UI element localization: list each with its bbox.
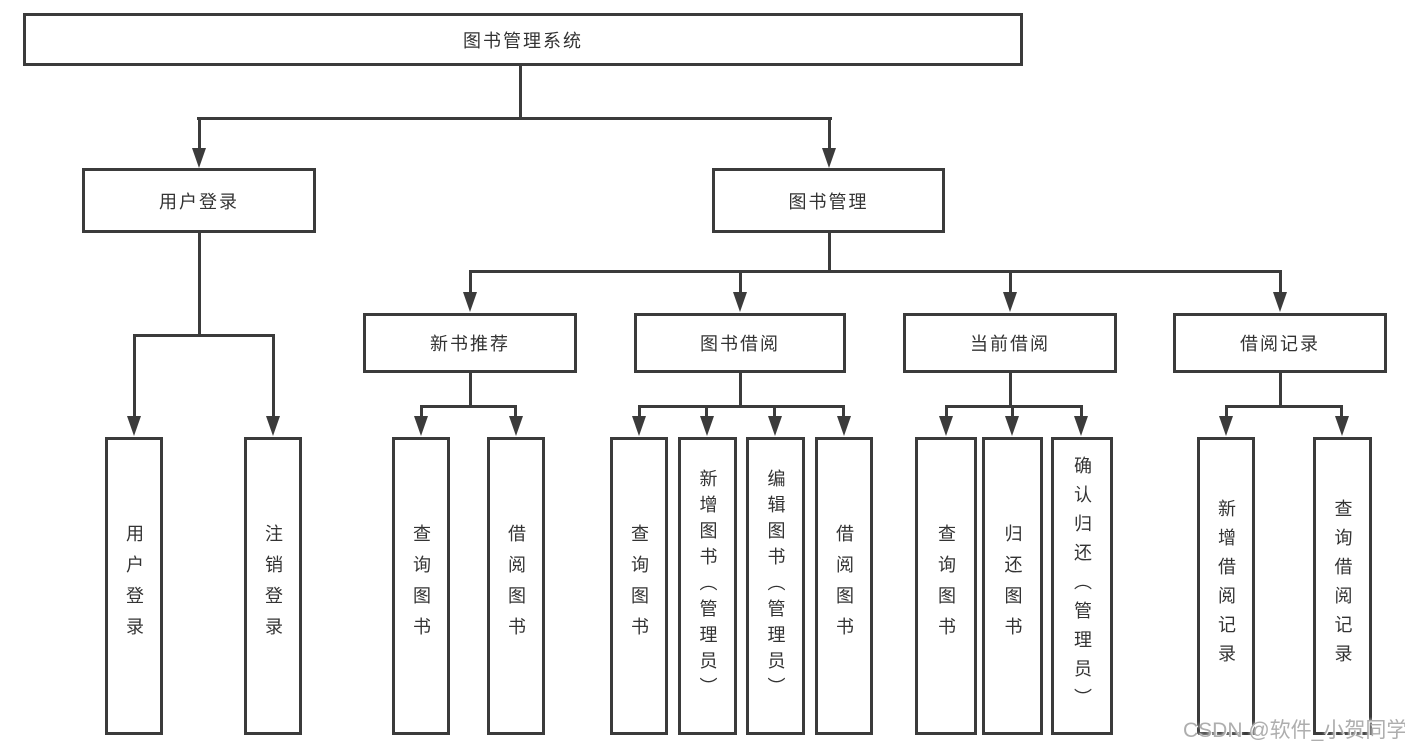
connector-line — [514, 405, 517, 418]
leaf-label: 查询图书 — [936, 524, 956, 648]
leaf-edit-books-admin: 编辑图书（管理员） — [746, 437, 805, 735]
node-label: 图书借阅 — [700, 334, 780, 354]
arrowhead-icon — [1074, 416, 1088, 436]
leaf-borrow-books-borrowing: 借阅图书 — [815, 437, 873, 735]
connector-line — [1225, 405, 1228, 418]
arrowhead-icon — [1219, 416, 1233, 436]
connector-line — [828, 117, 831, 150]
connector-line — [638, 405, 641, 418]
connector-line — [638, 405, 845, 408]
node-user-login: 用户登录 — [82, 168, 316, 233]
arrowhead-icon — [192, 148, 206, 168]
leaf-add-books-admin: 新增图书（管理员） — [678, 437, 737, 735]
node-label: 新书推荐 — [430, 334, 510, 354]
connector-line — [1279, 270, 1282, 294]
arrowhead-icon — [1005, 416, 1019, 436]
arrowhead-icon — [1273, 292, 1287, 312]
connector-line — [945, 405, 948, 418]
leaf-label: 归还图书 — [1002, 524, 1023, 648]
node-book-management: 图书管理 — [712, 168, 945, 233]
leaf-query-books-current: 查询图书 — [915, 437, 977, 735]
connector-line — [197, 117, 832, 120]
arrowhead-icon — [733, 292, 747, 312]
leaf-label: 编辑图书（管理员） — [765, 469, 786, 703]
arrowhead-icon — [822, 148, 836, 168]
arrowhead-icon — [266, 416, 280, 436]
connector-line — [469, 270, 472, 294]
leaf-query-borrow-record: 查询借阅记录 — [1313, 437, 1372, 735]
connector-line — [1279, 371, 1282, 408]
connector-line — [1009, 371, 1012, 408]
arrowhead-icon — [127, 416, 141, 436]
arrowhead-icon — [1335, 416, 1349, 436]
connector-line — [420, 405, 423, 418]
node-new-book-recommend: 新书推荐 — [363, 313, 577, 373]
connector-line — [272, 334, 275, 418]
leaf-label: 用户登录 — [124, 524, 144, 648]
node-current-borrowing: 当前借阅 — [903, 313, 1117, 373]
connector-line — [198, 117, 201, 150]
leaf-user-login: 用户登录 — [105, 437, 163, 735]
connector-line — [133, 334, 136, 418]
leaf-label: 注销登录 — [263, 524, 283, 648]
leaf-logout: 注销登录 — [244, 437, 302, 735]
connector-line — [705, 405, 708, 418]
arrowhead-icon — [632, 416, 646, 436]
connector-line — [739, 270, 742, 294]
leaf-query-books-recommend: 查询图书 — [392, 437, 450, 735]
connector-line — [1009, 270, 1012, 294]
connector-line — [828, 231, 831, 272]
connector-line — [842, 405, 845, 418]
leaf-add-borrow-record: 新增借阅记录 — [1197, 437, 1255, 735]
leaf-borrow-books-recommend: 借阅图书 — [487, 437, 545, 735]
connector-line — [420, 405, 517, 408]
leaf-label: 查询图书 — [411, 524, 431, 648]
node-label: 图书管理系统 — [463, 30, 583, 51]
csdn-watermark: CSDN @软件_小贺同学 — [1183, 719, 1405, 742]
leaf-label: 查询图书 — [629, 524, 649, 648]
node-library-system: 图书管理系统 — [23, 13, 1023, 66]
connector-line — [1225, 405, 1343, 408]
arrowhead-icon — [768, 416, 782, 436]
leaf-label: 借阅图书 — [506, 524, 526, 648]
leaf-label: 确认归还（管理员） — [1072, 455, 1092, 717]
leaf-label: 新增图书（管理员） — [697, 469, 718, 703]
node-book-borrowing: 图书借阅 — [634, 313, 846, 373]
leaf-query-books-borrowing: 查询图书 — [610, 437, 668, 735]
connector-line — [1080, 405, 1083, 418]
connector-line — [1011, 405, 1014, 418]
arrowhead-icon — [939, 416, 953, 436]
node-label: 借阅记录 — [1240, 334, 1320, 354]
connector-line — [739, 371, 742, 408]
connector-line — [469, 371, 472, 408]
arrowhead-icon — [700, 416, 714, 436]
connector-line — [133, 334, 275, 337]
leaf-label: 借阅图书 — [834, 524, 854, 648]
connector-line — [519, 64, 522, 120]
node-label: 图书管理 — [788, 191, 869, 212]
connector-line — [773, 405, 776, 418]
connector-line — [198, 231, 201, 336]
node-borrow-records: 借阅记录 — [1173, 313, 1387, 373]
arrowhead-icon — [509, 416, 523, 436]
connector-line — [469, 270, 1281, 273]
connector-line — [1340, 405, 1343, 418]
leaf-confirm-return-admin: 确认归还（管理员） — [1051, 437, 1113, 735]
node-label: 用户登录 — [159, 191, 239, 212]
connector-line — [945, 405, 1083, 408]
leaf-label: 查询借阅记录 — [1332, 499, 1353, 673]
arrowhead-icon — [414, 416, 428, 436]
leaf-label: 新增借阅记录 — [1216, 499, 1236, 673]
arrowhead-icon — [837, 416, 851, 436]
node-label: 当前借阅 — [970, 334, 1050, 354]
arrowhead-icon — [1003, 292, 1017, 312]
arrowhead-icon — [463, 292, 477, 312]
leaf-return-books: 归还图书 — [982, 437, 1043, 735]
